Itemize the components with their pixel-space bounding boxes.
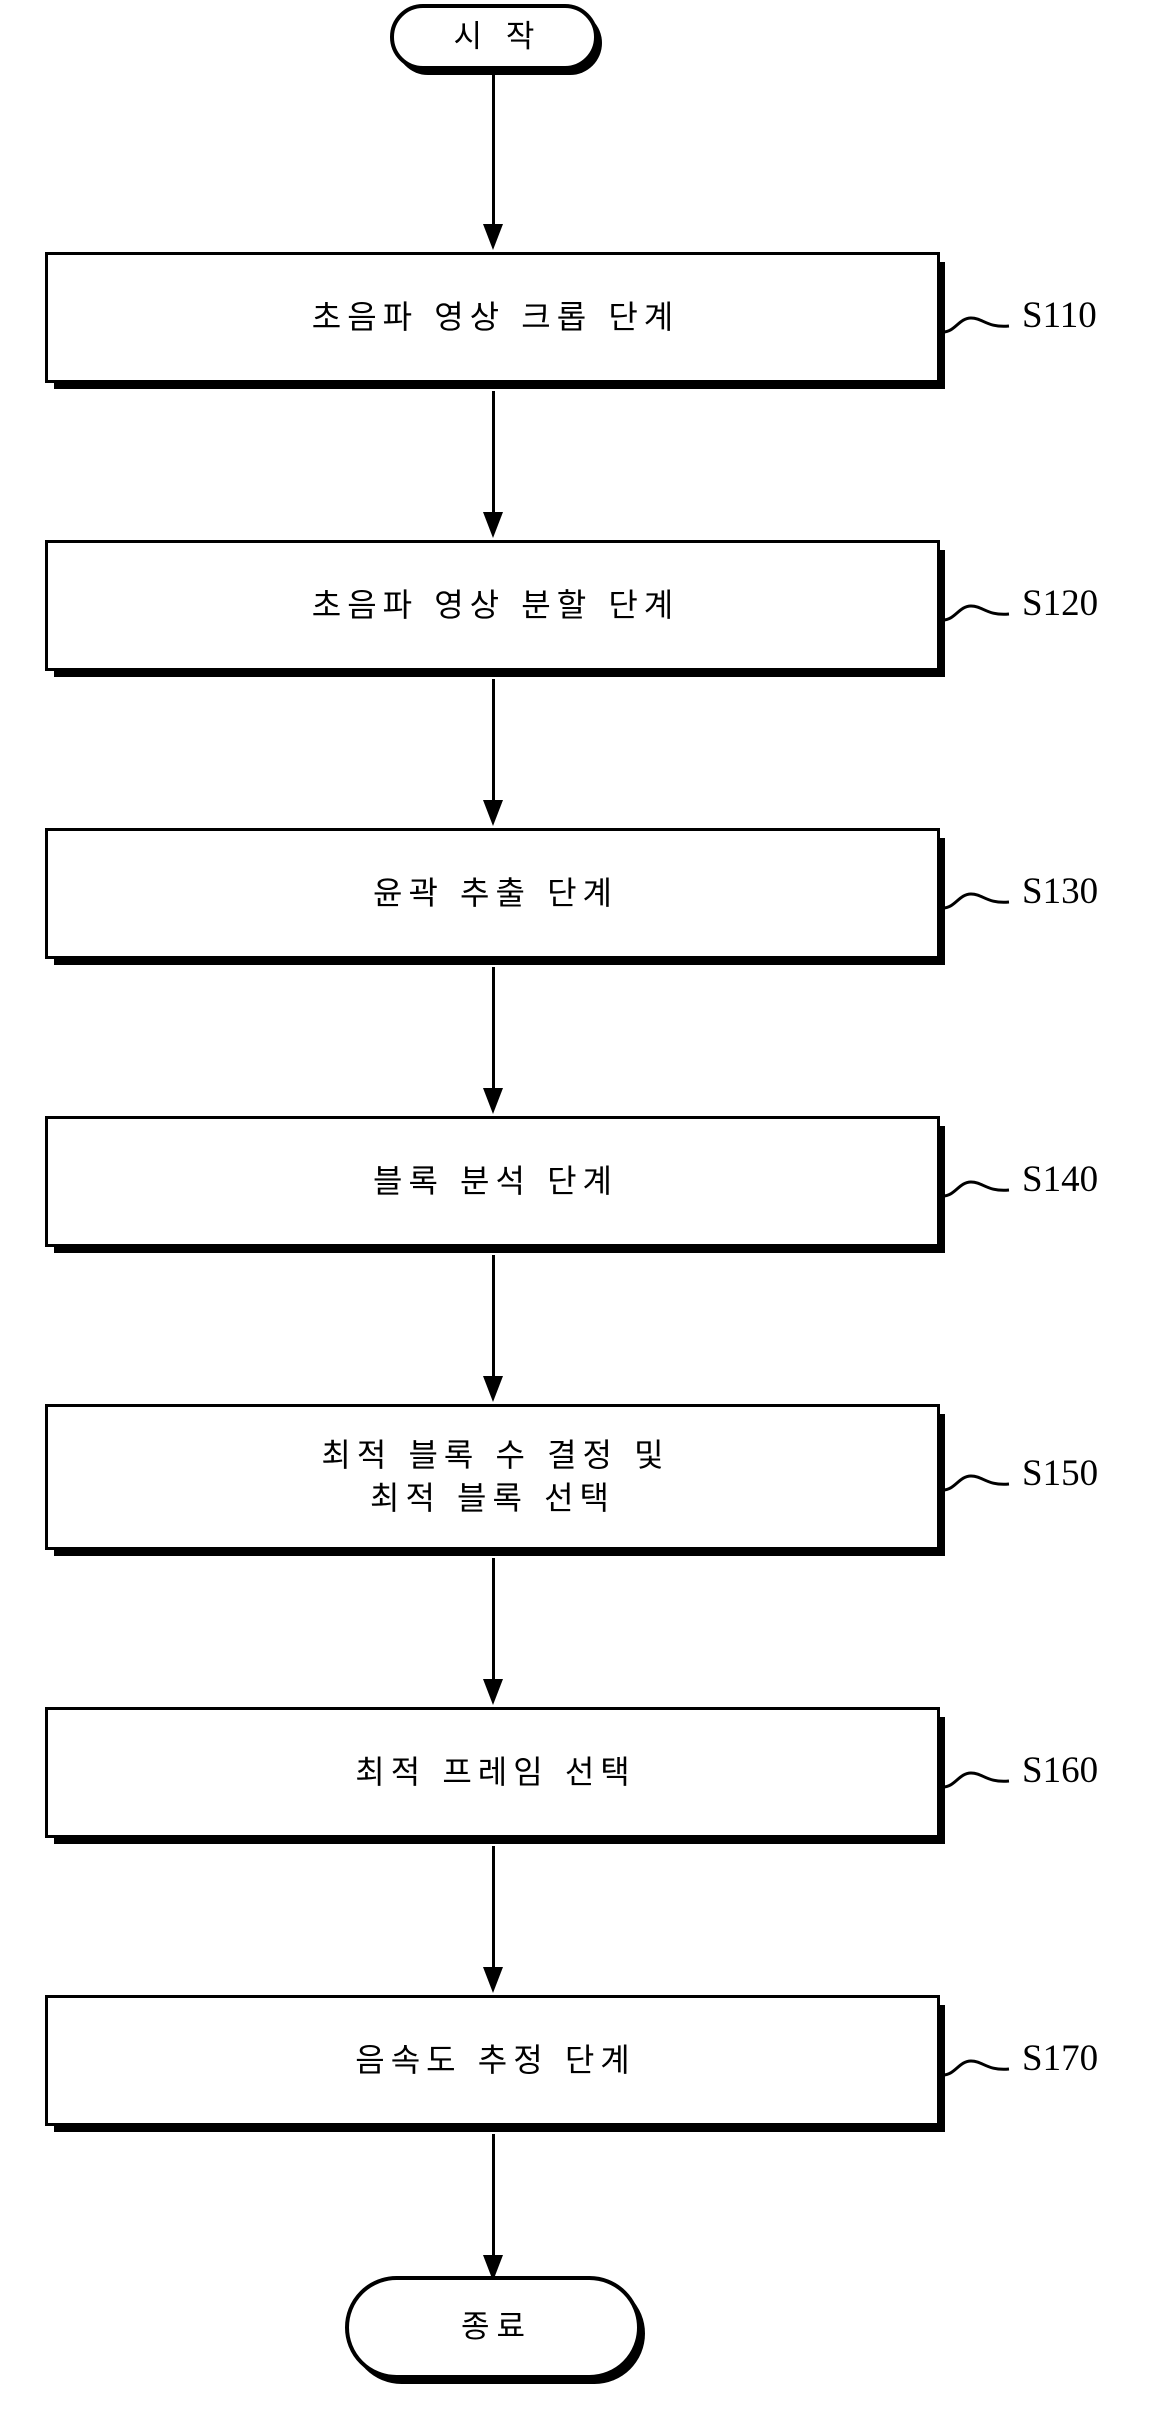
connector-step6-to-step7 bbox=[492, 1846, 495, 1968]
arrowhead-step6 bbox=[483, 1679, 503, 1705]
end-label: 종료 bbox=[460, 2309, 533, 2345]
leader-squiggle-s150 bbox=[942, 1474, 1010, 1492]
arrowhead-end bbox=[483, 2255, 503, 2281]
connector-start-to-step1 bbox=[492, 72, 495, 227]
connector-step7-to-end bbox=[492, 2134, 495, 2256]
ref-label-s150: S150 bbox=[1022, 1453, 1099, 1494]
leader-squiggle-s130 bbox=[942, 892, 1010, 910]
ref-label-s160: S160 bbox=[1022, 1750, 1099, 1791]
process-label-s120: 초음파 영상 분할 단계 bbox=[311, 585, 680, 624]
process-label-s170: 음속도 추정 단계 bbox=[355, 2040, 636, 2079]
process-box-s150: 최적 블록 수 결정 및 최적 블록 선택 bbox=[45, 1404, 940, 1550]
arrowhead-step3 bbox=[483, 800, 503, 826]
start-label: 시 작 bbox=[453, 18, 542, 55]
process-label-s140: 블록 분석 단계 bbox=[373, 1161, 618, 1200]
leader-squiggle-s110 bbox=[942, 316, 1010, 334]
connector-step5-to-step6 bbox=[492, 1558, 495, 1680]
arrowhead-step1 bbox=[483, 224, 503, 250]
leader-squiggle-s160 bbox=[942, 1771, 1010, 1789]
process-box-s170: 음속도 추정 단계 bbox=[45, 1995, 940, 2126]
process-label-s150: 최적 블록 수 결정 및 최적 블록 선택 bbox=[321, 1435, 670, 1517]
ref-label-s120: S120 bbox=[1022, 583, 1099, 624]
ref-label-s170: S170 bbox=[1022, 2038, 1099, 2079]
leader-squiggle-s170 bbox=[942, 2059, 1010, 2077]
process-label-s130: 윤곽 추출 단계 bbox=[373, 873, 618, 912]
process-box-s160: 최적 프레임 선택 bbox=[45, 1707, 940, 1838]
ref-label-s140: S140 bbox=[1022, 1159, 1099, 1200]
ref-label-s110: S110 bbox=[1022, 295, 1097, 336]
connector-step1-to-step2 bbox=[492, 391, 495, 513]
process-label-s160: 최적 프레임 선택 bbox=[355, 1752, 636, 1791]
connector-step2-to-step3 bbox=[492, 679, 495, 801]
arrowhead-step4 bbox=[483, 1088, 503, 1114]
process-box-s140: 블록 분석 단계 bbox=[45, 1116, 940, 1247]
end-terminator: 종료 bbox=[345, 2276, 641, 2379]
arrowhead-step5 bbox=[483, 1376, 503, 1402]
arrowhead-step7 bbox=[483, 1967, 503, 1993]
start-terminator: 시 작 bbox=[390, 4, 598, 70]
leader-squiggle-s120 bbox=[942, 604, 1010, 622]
process-box-s120: 초음파 영상 분할 단계 bbox=[45, 540, 940, 671]
process-box-s110: 초음파 영상 크롭 단계 bbox=[45, 252, 940, 383]
process-box-s130: 윤곽 추출 단계 bbox=[45, 828, 940, 959]
ref-label-s130: S130 bbox=[1022, 871, 1099, 912]
process-label-s110: 초음파 영상 크롭 단계 bbox=[311, 297, 680, 336]
connector-step4-to-step5 bbox=[492, 1255, 495, 1377]
arrowhead-step2 bbox=[483, 512, 503, 538]
connector-step3-to-step4 bbox=[492, 967, 495, 1089]
leader-squiggle-s140 bbox=[942, 1180, 1010, 1198]
